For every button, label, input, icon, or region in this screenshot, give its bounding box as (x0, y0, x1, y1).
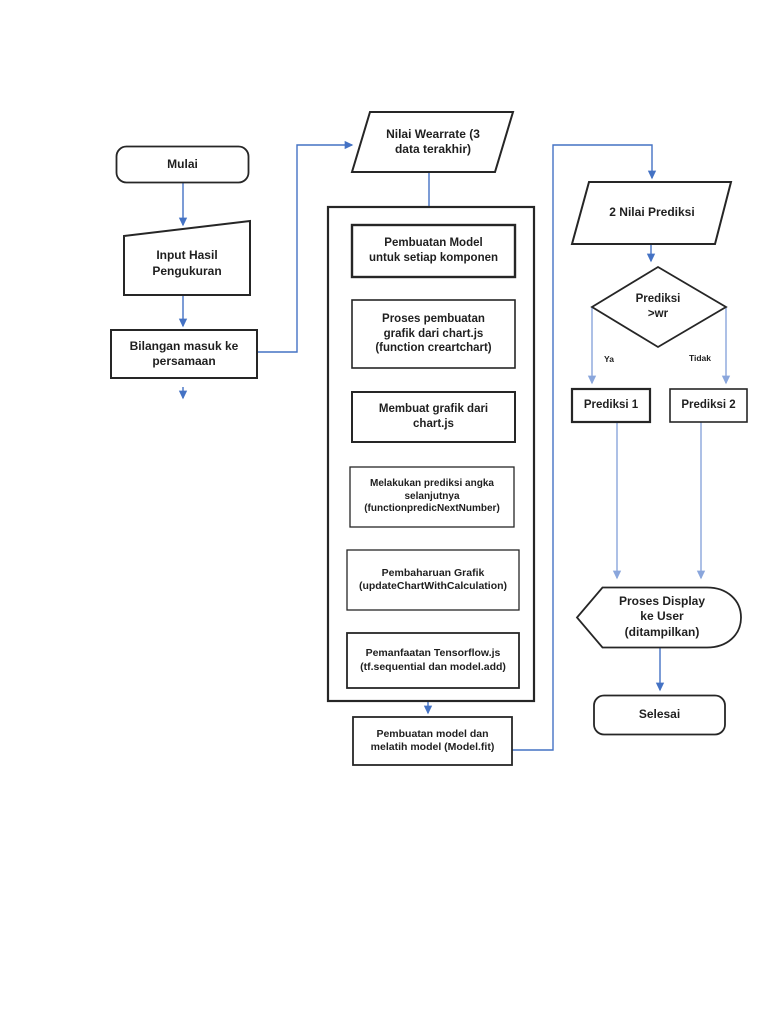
node-selesai-shape (593, 694, 726, 736)
node-display-shape (575, 586, 742, 649)
node-bilangan-shape (110, 329, 258, 379)
node-membuat-grafik-shape (351, 391, 516, 443)
node-input-pengukuran-shape (123, 219, 251, 296)
node-melakukan-prediksi-shape (349, 466, 515, 528)
container-box-shape (326, 205, 536, 703)
node-decision-shape (590, 265, 728, 349)
node-melatih-model-shape (352, 716, 513, 766)
node-prediksi1-shape (570, 387, 652, 424)
node-nilai-wearrate-shape (350, 111, 515, 173)
node-prediksi2-shape (669, 388, 748, 423)
connector-modelfit-prediksi (512, 144, 657, 751)
node-mulai-shape (115, 145, 250, 184)
node-proses-grafik-shape (351, 299, 516, 369)
node-tensorflow-shape (346, 632, 520, 689)
node-dua-nilai-prediksi-shape (570, 181, 733, 245)
node-pembaharuan-grafik-shape (346, 549, 520, 611)
node-pembuatan-model-shape (350, 223, 517, 279)
connector-bilangan-wearrate (257, 140, 354, 353)
